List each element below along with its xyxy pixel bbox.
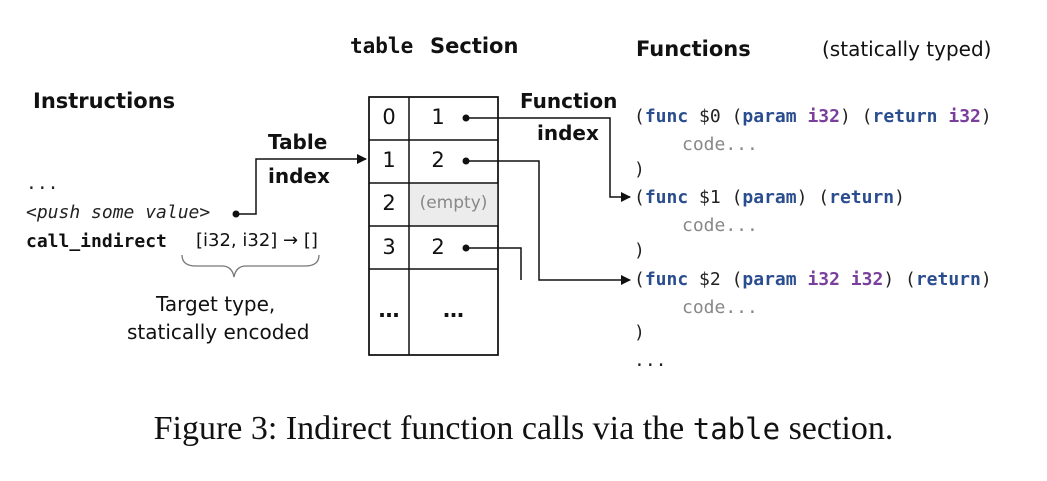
target-type-label-1: Target type, xyxy=(156,292,276,316)
table-row-1-value: 2 xyxy=(431,148,445,172)
func-1-signature: (func $1 (param) (return) xyxy=(634,187,905,208)
func-0-return-keyword: return xyxy=(872,106,938,127)
table-row-3-index: 3 xyxy=(382,235,396,259)
instructions-ellipsis: ... xyxy=(26,173,59,194)
func-2-name: $2 xyxy=(699,269,721,290)
table-row-0-index: 0 xyxy=(382,105,396,129)
type-signature: [i32, i32] → [] xyxy=(196,230,318,251)
func-1-param-keyword: param xyxy=(742,187,797,208)
empty-cell-shade xyxy=(409,183,498,226)
row0-arrow xyxy=(466,117,631,202)
func-1-open: ( xyxy=(634,187,645,208)
table-row-4-value: … xyxy=(443,298,464,322)
table-index-label-2: index xyxy=(268,164,330,188)
caption-suffix: section. xyxy=(788,410,894,447)
func-1-keyword: func xyxy=(644,187,689,208)
func-2-signature: (func $2 (param i32 i32) (return) xyxy=(634,269,992,290)
typing-note: (statically typed) xyxy=(822,37,992,61)
target-type-label-2: statically encoded xyxy=(127,320,310,344)
func-2-close: ) xyxy=(634,322,645,343)
push-value-instruction: <push some value> xyxy=(26,202,211,223)
table-row-2-index: 2 xyxy=(382,191,396,215)
func-1-return-keyword: return xyxy=(829,187,895,208)
func-2-open: ( xyxy=(634,269,645,290)
func-1-body: code... xyxy=(682,215,758,236)
func-1-close: ) xyxy=(634,240,645,261)
instructions-header: Instructions xyxy=(33,89,176,113)
func-2-return-keyword: return xyxy=(915,269,981,290)
type-brace xyxy=(181,254,320,278)
function-index-label-2: index xyxy=(537,121,599,145)
func-0-param-types: i32 xyxy=(807,106,840,127)
func-0-open: ( xyxy=(634,106,645,127)
func-2-param-keyword: param xyxy=(742,269,797,290)
func-0-name: $0 xyxy=(699,106,721,127)
table-row-4-index: … xyxy=(378,298,400,322)
table-row-0-value: 1 xyxy=(431,105,445,129)
func-1-name: $1 xyxy=(699,187,721,208)
call-indirect-instruction: call_indirect xyxy=(26,231,167,252)
table-row-3-value: 2 xyxy=(431,235,445,259)
functions-header: Functions xyxy=(636,37,751,61)
table-header-mono: table xyxy=(350,34,414,58)
func-0-param-keyword: param xyxy=(742,106,797,127)
table-row-1-index: 1 xyxy=(382,148,396,172)
functions-ellipsis: ... xyxy=(634,350,667,371)
table-row-2-value: (empty) xyxy=(419,193,488,213)
row3-arrow xyxy=(466,247,522,280)
func-0-body: code... xyxy=(682,134,758,155)
func-0-signature: (func $0 (param i32) (return i32) xyxy=(634,106,992,127)
row1-arrow xyxy=(466,160,631,285)
caption-mono: table xyxy=(692,412,781,446)
func-2-param-types: i32 i32 xyxy=(807,269,884,290)
func-0-keyword: func xyxy=(644,106,689,127)
func-0-close: ) xyxy=(634,159,645,180)
table-index-label-1: Table xyxy=(268,130,328,154)
func-2-keyword: func xyxy=(644,269,689,290)
function-index-label-1: Function xyxy=(520,89,618,113)
func-2-body: code... xyxy=(682,297,758,318)
table-header-word: Section xyxy=(430,34,519,58)
figure-caption: Figure 3: Indirect function calls via th… xyxy=(0,410,1047,448)
func-0-return-types: i32 xyxy=(948,106,981,127)
table-index-arrow xyxy=(236,154,367,215)
caption-prefix: Figure 3: Indirect function calls via th… xyxy=(153,410,685,447)
